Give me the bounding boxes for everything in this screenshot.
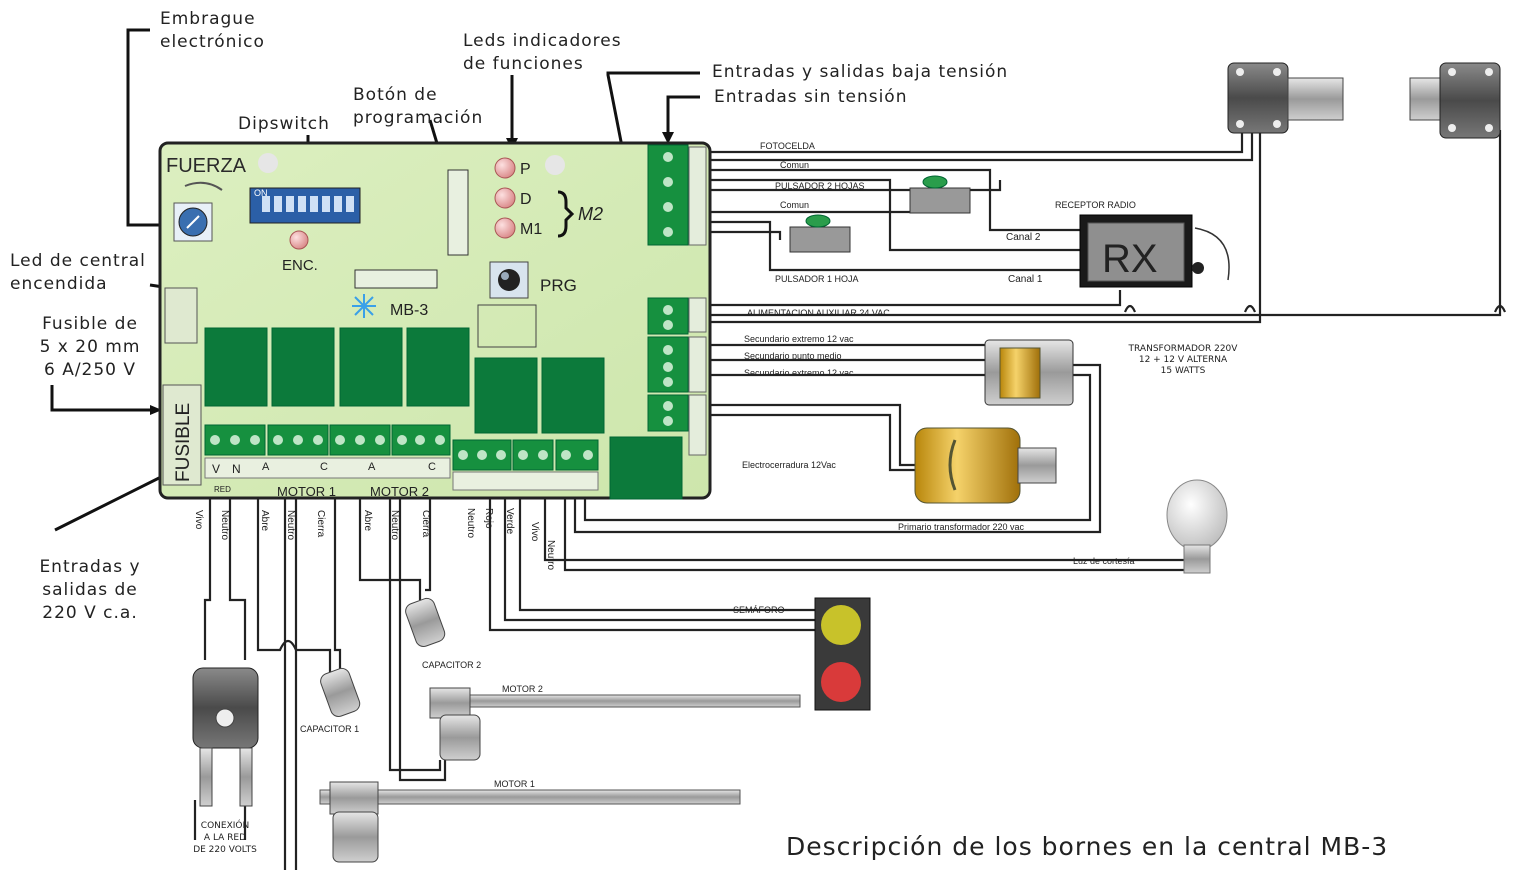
wire-abre-1: Abre: [259, 510, 270, 532]
pushbutton-2-leaves: [909, 175, 971, 214]
electric-lock: [914, 427, 1057, 504]
sec-mid-label: Secundario punto medio: [744, 351, 842, 361]
term-c2-label: C: [428, 461, 436, 473]
term-n-label: N: [232, 462, 241, 476]
wire-verde: Verde: [504, 508, 515, 535]
wire-neutro-3: Neutro: [389, 510, 400, 540]
led-p-label: P: [520, 161, 531, 178]
wire-abre-2: Abre: [362, 510, 373, 532]
sec1-label: Secundario extremo 12 vac: [744, 334, 854, 344]
wire-neutro-4: Neutro: [465, 508, 476, 538]
electro-label: Electrocerradura 12Vac: [742, 460, 836, 470]
traffic-light: [814, 597, 871, 711]
radio-receiver: [1079, 214, 1230, 288]
conexion-label: CONEXIÓN A LA RED DE 220 VOLTS: [193, 821, 257, 855]
pulsador2-label: PULSADOR 2 HOJAS: [775, 181, 865, 191]
wire-vivo-2: Vivo: [529, 522, 540, 542]
term-c1-label: C: [320, 461, 328, 473]
wire-cierra-1: Cierra: [315, 510, 326, 538]
wire-neutro-1: Neutro: [219, 510, 230, 540]
wire-neutro-2: Neutro: [285, 510, 296, 540]
entradas-baja-callout: Entradas y salidas baja tensión: [712, 62, 1009, 82]
motor-1-actuator: [319, 781, 741, 863]
on-label: ON: [254, 188, 268, 198]
courtesy-light: [1166, 479, 1228, 574]
mains-plug: [192, 667, 259, 807]
wire-neutro-5: Neutro: [545, 540, 556, 570]
comun-label-2: Comun: [780, 200, 809, 210]
led-d-label: D: [520, 191, 532, 208]
primario-label: Primario transformador 220 vac: [898, 522, 1025, 532]
wire-crossings: [1123, 304, 1507, 313]
led-m1-label: M1: [520, 221, 542, 238]
pushbutton-1-leaf: [789, 214, 851, 253]
fusible-spec-callout: Fusible de 5 x 20 mm 6 A/250 V: [39, 314, 141, 380]
fotocelda-label: FOTOCELDA: [760, 141, 815, 151]
semaforo-label: SEMÁFORO: [733, 605, 785, 615]
transformer: [984, 339, 1074, 406]
transformador-label: TRANSFORMADOR 220V 12 + 12 V ALTERNA 15 …: [1128, 344, 1238, 376]
entradas-220-callout: Entradas y salidas de 220 V c.a.: [39, 557, 141, 623]
entradas-sin-callout: Entradas sin tensión: [714, 87, 908, 107]
rx-label: RX: [1102, 237, 1158, 281]
receptor-label: RECEPTOR RADIO: [1055, 200, 1136, 210]
term-a2-label: A: [368, 461, 376, 473]
motor1-board-label: MOTOR 1: [277, 484, 336, 499]
motor1-label: MOTOR 1: [494, 779, 535, 789]
motor2-board-label: MOTOR 2: [370, 484, 429, 499]
sec2-label: Secundario extremo 12 vac: [744, 368, 854, 378]
wire-vivo-1: Vivo: [193, 510, 204, 530]
capacitor-1: [320, 667, 361, 717]
motor-2-actuator: [429, 687, 801, 761]
aux24-label: ALIMENTACION AUXILIAR 24 VAC: [747, 308, 890, 318]
capacitor2-label: CAPACITOR 2: [422, 660, 481, 670]
wire-color-labels: Vivo Neutro Abre Neutro Cierra Abre Neut…: [193, 508, 556, 570]
pulsador1-label: PULSADOR 1 HOJA: [775, 274, 859, 284]
term-v-label: V: [212, 462, 220, 476]
model-label: MB-3: [390, 302, 428, 319]
dipswitch-callout: Dipswitch: [238, 114, 330, 134]
control-board: [158, 141, 712, 500]
enc-label: ENC.: [282, 257, 318, 274]
m2-label: M2: [578, 204, 603, 224]
led-central-callout: Led de central encendida: [10, 251, 146, 294]
fuerza-label: FUERZA: [166, 155, 247, 177]
boton-prog-callout: Botón de programación: [353, 85, 484, 128]
embrague-callout: Embrague electrónico: [160, 9, 265, 52]
wire-cierra-2: Cierra: [420, 510, 431, 538]
photocell-2: [1409, 62, 1501, 139]
canal1-label: Canal 1: [1008, 274, 1043, 285]
canal2-label: Canal 2: [1006, 232, 1041, 243]
component-labels: FOTOCELDA Comun PULSADOR 2 HOJAS Comun P…: [300, 141, 1158, 789]
board-labels: FUERZA ON ENC. MB-3 PRG P D M1 M2 FUSIBL…: [166, 155, 603, 499]
capacitor1-label: CAPACITOR 1: [300, 724, 359, 734]
luz-label: Luz de cortesía: [1073, 556, 1135, 566]
diagram-title: Descripción de los bornes en la central …: [786, 832, 1389, 861]
capacitor-2: [405, 597, 446, 647]
prg-label: PRG: [540, 276, 577, 295]
wire-rojo: Rojo: [483, 508, 494, 529]
comun-label-1: Comun: [780, 160, 809, 170]
red-label: RED: [214, 485, 231, 494]
photocell-1: [1227, 62, 1344, 134]
motor2-label: MOTOR 2: [502, 684, 543, 694]
fusible-label: FUSIBLE: [173, 403, 194, 482]
term-a1-label: A: [262, 461, 270, 473]
wires: [193, 130, 1502, 870]
leds-funciones-callout: Leds indicadores de funciones: [463, 31, 622, 74]
